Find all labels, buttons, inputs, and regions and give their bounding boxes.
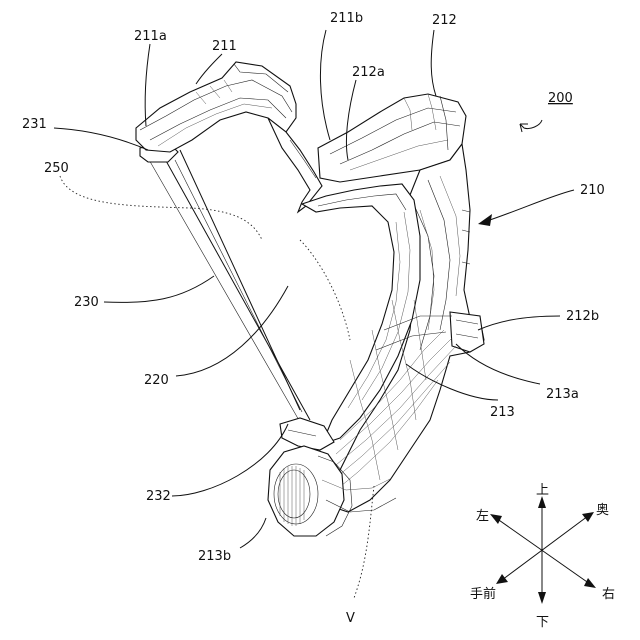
legend-up: 上 bbox=[536, 483, 549, 498]
dotted-lines bbox=[60, 176, 374, 598]
label-212: 212 bbox=[432, 13, 457, 28]
label-211a: 211a bbox=[134, 29, 167, 44]
label-213: 213 bbox=[490, 405, 515, 420]
legend-front: 手前 bbox=[470, 586, 496, 602]
legend-right: 右 bbox=[602, 587, 615, 602]
legend-down: 下 bbox=[536, 615, 549, 630]
label-212b: 212b bbox=[566, 309, 599, 324]
label-211: 211 bbox=[212, 39, 237, 54]
label-212a: 212a bbox=[352, 65, 385, 80]
label-200: 200 bbox=[548, 91, 573, 106]
device-drawing bbox=[136, 62, 484, 536]
label-V: V bbox=[346, 611, 355, 626]
label-220: 220 bbox=[144, 373, 169, 388]
label-213a: 213a bbox=[546, 387, 579, 402]
direction-legend: 上 下 左 奥 手前 右 bbox=[470, 483, 615, 630]
label-250: 250 bbox=[44, 161, 69, 176]
arm-211 bbox=[136, 62, 296, 152]
label-231: 231 bbox=[22, 117, 47, 132]
screen-panel bbox=[148, 158, 300, 422]
label-210: 210 bbox=[580, 183, 605, 198]
label-230: 230 bbox=[74, 295, 99, 310]
legend-back: 奥 bbox=[596, 503, 609, 518]
legend-left: 左 bbox=[476, 509, 489, 524]
arrow-210 bbox=[478, 190, 574, 226]
label-213b: 213b bbox=[198, 549, 231, 564]
label-232: 232 bbox=[146, 489, 171, 504]
label-211b: 211b bbox=[330, 11, 363, 26]
knob-213b bbox=[268, 446, 344, 536]
